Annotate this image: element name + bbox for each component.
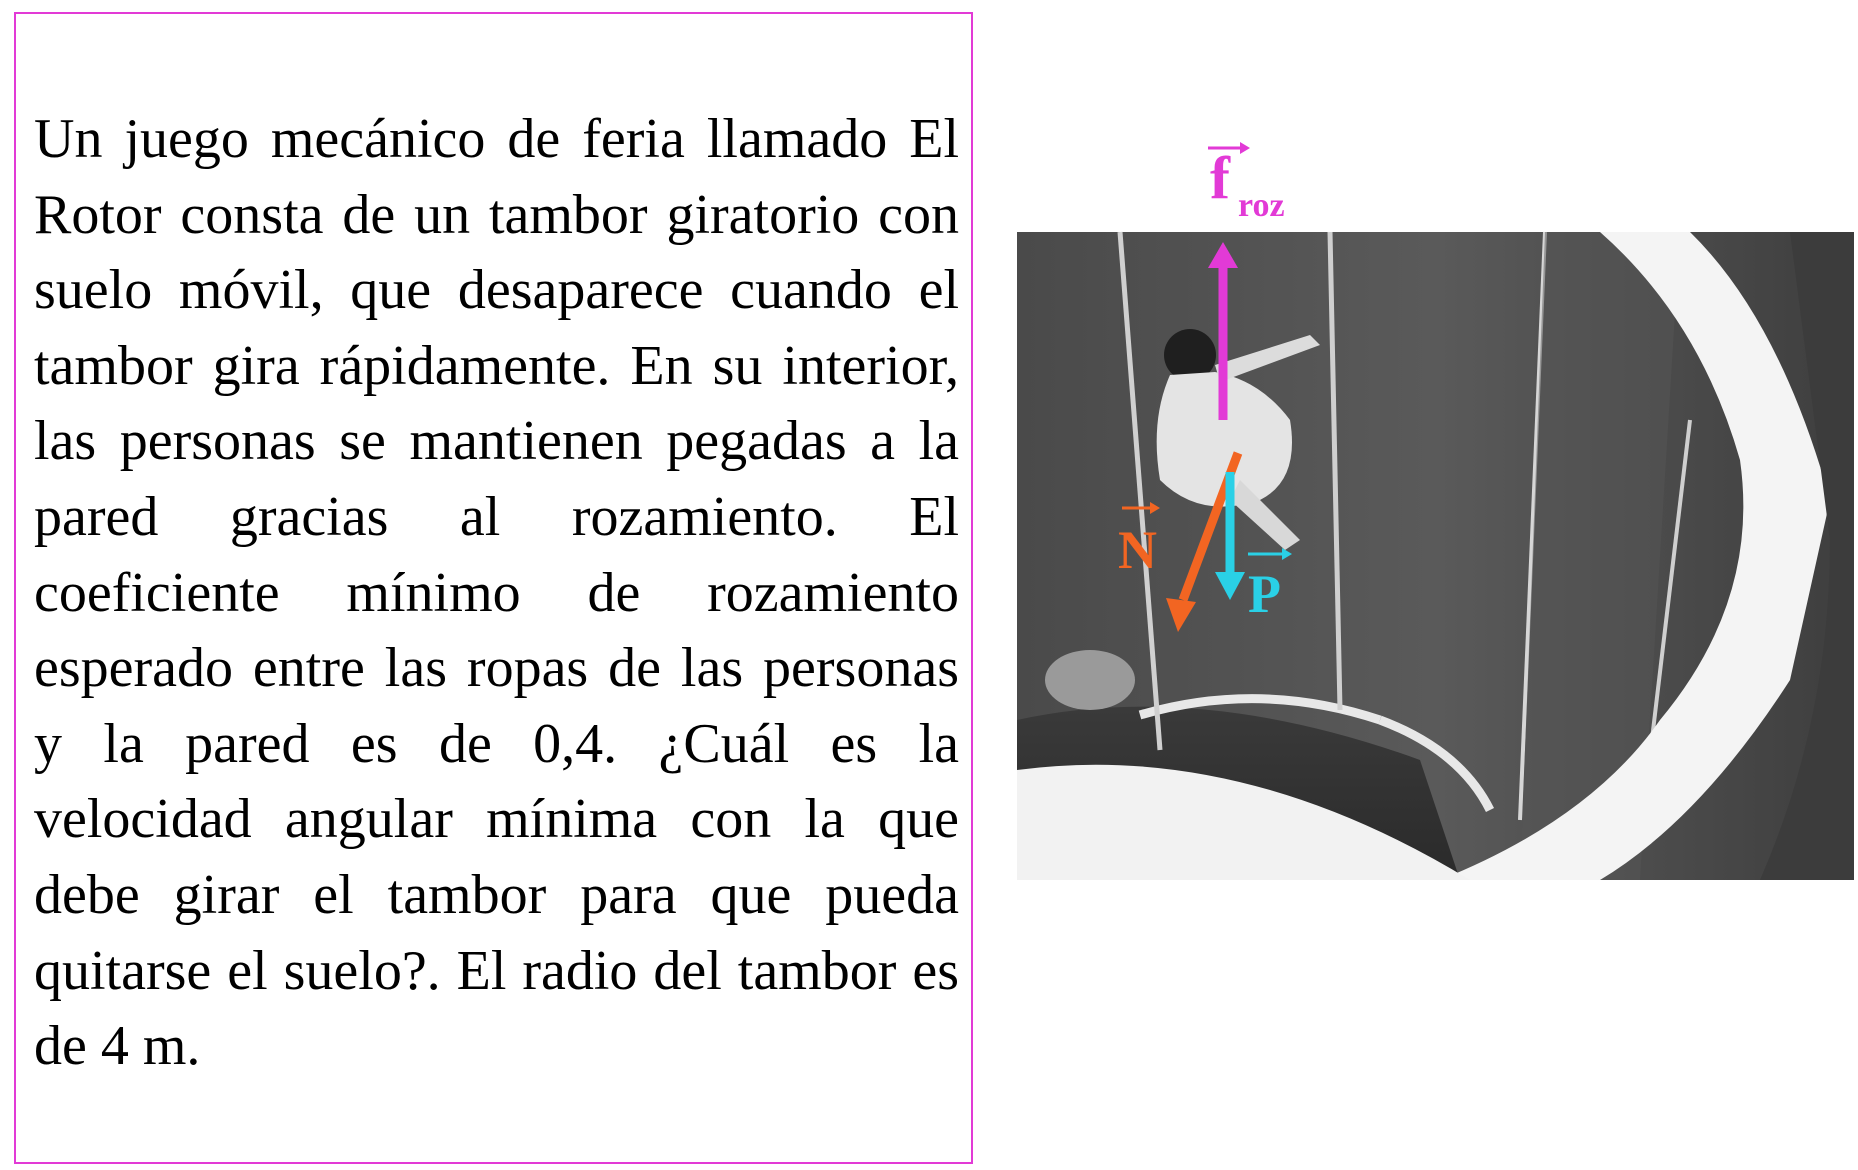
normal-symbol: N xyxy=(1118,520,1157,580)
rotor-figure: f roz N P xyxy=(1000,120,1854,880)
normal-label: N xyxy=(1118,502,1160,580)
weight-label: P xyxy=(1248,548,1292,624)
friction-symbol: f xyxy=(1210,145,1231,211)
problem-box: Un juego mecánico de feria llamado El Ro… xyxy=(14,12,973,1164)
problem-statement: Un juego mecánico de feria llamado El Ro… xyxy=(34,108,959,1078)
friction-subscript: roz xyxy=(1238,187,1285,224)
friction-label: f roz xyxy=(1208,142,1285,224)
friction-vector xyxy=(1208,242,1238,420)
rotor-photo xyxy=(1017,231,1854,880)
weight-vector xyxy=(1215,472,1245,600)
weight-symbol: P xyxy=(1248,564,1281,624)
